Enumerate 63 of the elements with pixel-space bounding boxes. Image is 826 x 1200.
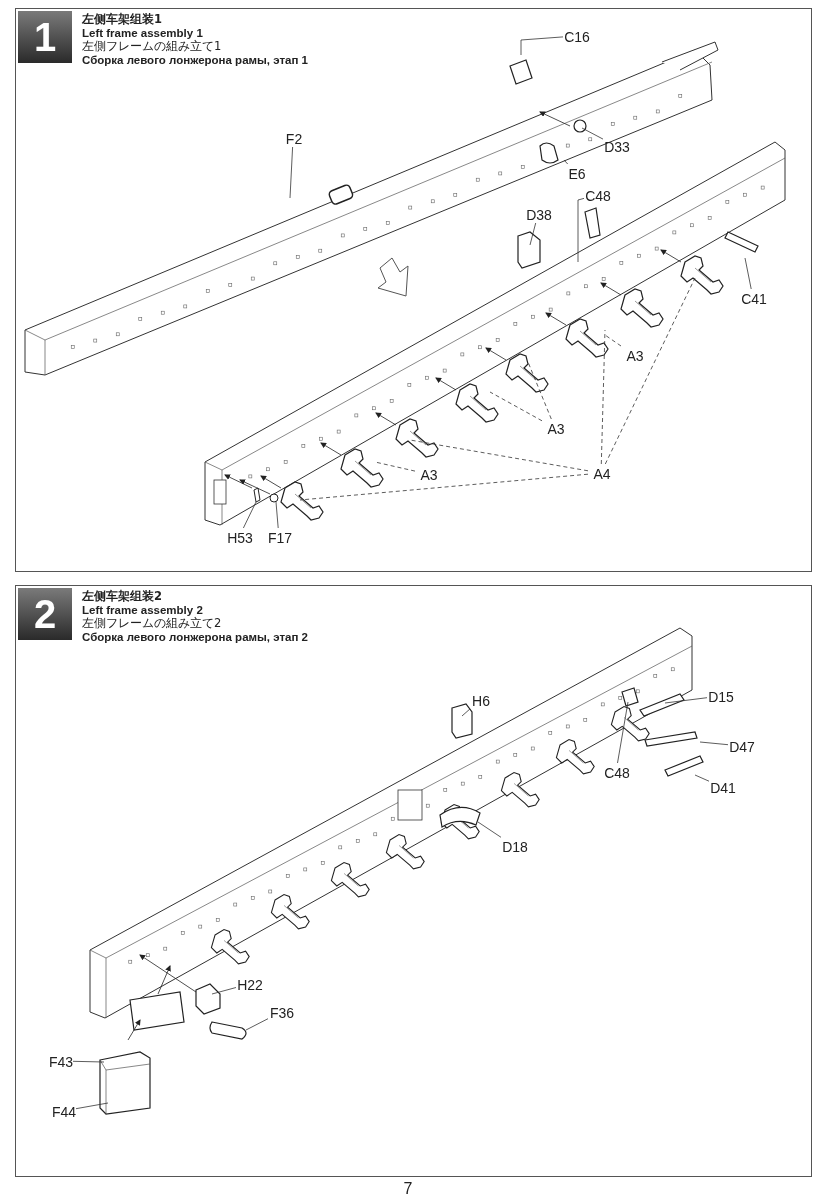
leader-line (527, 361, 552, 420)
leader-line (529, 222, 537, 246)
leader-line (275, 501, 279, 529)
page-number: 7 (402, 1180, 414, 1198)
part-number: H6 (464, 692, 498, 710)
step-heading: Сборка левого лонжерона рамы, этап 1 (82, 53, 308, 66)
leader-line (604, 277, 696, 465)
part-number: C41 (737, 290, 771, 308)
part-number: F36 (265, 1004, 299, 1022)
part-number: F44 (47, 1103, 81, 1121)
part-number: H53 (223, 529, 257, 547)
part-number: C16 (560, 28, 594, 46)
part-number: A4 (585, 465, 619, 483)
part-number: A3 (539, 420, 573, 438)
part-number: A3 (618, 347, 652, 365)
leader-line (699, 741, 729, 746)
part-number: F17 (263, 529, 297, 547)
leader-line (289, 146, 293, 199)
leader-line (211, 987, 237, 995)
step-heading: Left frame assembly 1 (82, 26, 204, 39)
leader-line (600, 329, 606, 465)
step-number-badge: 2 (18, 588, 72, 640)
part-number: E6 (560, 165, 594, 183)
part-number: D47 (725, 738, 759, 756)
part-number: H22 (233, 976, 267, 994)
leader-line (75, 1102, 109, 1110)
step-heading: 左侧车架组装1 (82, 13, 163, 26)
leader-line (243, 501, 257, 529)
leader-line (461, 708, 471, 717)
leader-line (577, 198, 585, 263)
step-heading: 左側フレームの組み立て1 (82, 40, 223, 53)
leader-line (581, 127, 604, 140)
step-heading: Left frame assembly 2 (82, 603, 204, 616)
leader-line (489, 391, 543, 422)
step-panel (15, 585, 812, 1177)
step-panel (15, 8, 812, 572)
leader-line (374, 461, 416, 472)
leader-line (744, 257, 752, 290)
part-number: C48 (581, 187, 615, 205)
leader-line (604, 334, 622, 347)
leader-line (299, 473, 589, 501)
leader-line (664, 697, 708, 704)
part-number: D33 (600, 138, 634, 156)
step-heading: Сборка левого лонжерона рамы, этап 2 (82, 630, 308, 643)
part-number: D38 (522, 206, 556, 224)
leader-line (694, 774, 710, 782)
leader-line (617, 701, 629, 764)
leader-line (245, 1018, 269, 1031)
part-number: D18 (498, 838, 532, 856)
leader-line (520, 36, 564, 56)
part-number: D15 (704, 688, 738, 706)
part-number: A3 (412, 466, 446, 484)
part-number: D41 (706, 779, 740, 797)
step-number-badge: 1 (18, 11, 72, 63)
part-number: F43 (44, 1053, 78, 1071)
leader-line (477, 821, 502, 838)
leader-line (409, 439, 589, 472)
step-heading: 左侧车架组装2 (82, 590, 163, 603)
part-number: C48 (600, 764, 634, 782)
leader-line (72, 1060, 105, 1063)
leader-line (563, 159, 569, 165)
step-heading: 左側フレームの組み立て2 (82, 617, 223, 630)
part-number: F2 (277, 130, 311, 148)
